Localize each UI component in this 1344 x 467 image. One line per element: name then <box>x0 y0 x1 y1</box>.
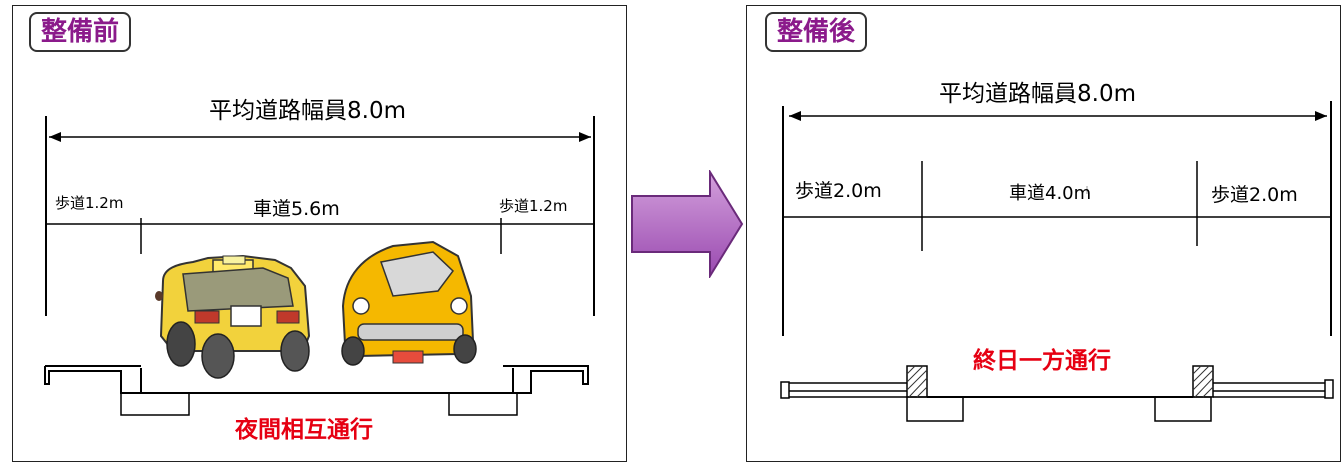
arrowhead-left <box>49 132 61 142</box>
transition-arrow <box>631 170 744 278</box>
before-traffic-label: 夜間相互通行 <box>235 417 373 443</box>
after-sidewalk-right-label: 歩道2.0m <box>1211 184 1298 206</box>
before-cross-section <box>44 116 595 416</box>
before-roadway-label: 車道5.6m <box>253 198 340 220</box>
arrowhead-right <box>579 132 591 142</box>
curb-hatching <box>906 365 1214 398</box>
before-total-width-label: 平均道路幅員8.0m <box>209 98 406 124</box>
before-badge: 整備前 <box>29 12 132 52</box>
after-panel: 整備後 平均道路幅員8.0m 歩道2.0m 車道4.0m 歩道2.0m 終日一方… <box>746 5 1341 462</box>
after-traffic-label: 終日一方通行 <box>973 348 1111 374</box>
after-total-width-label: 平均道路幅員8.0m <box>939 81 1136 107</box>
road-profile <box>44 365 589 416</box>
before-sidewalk-left-label: 歩道1.2m <box>55 194 124 212</box>
before-sidewalk-right-label: 歩道1.2m <box>499 197 568 215</box>
classic-car-illustration <box>341 240 477 366</box>
after-roadway-label: 車道4.0m <box>1009 183 1092 204</box>
road-profile <box>780 365 1334 422</box>
arrowhead-left <box>789 111 801 121</box>
after-cross-section <box>780 101 1334 422</box>
taxi-illustration <box>155 254 311 379</box>
after-sidewalk-left-label: 歩道2.0m <box>795 180 882 202</box>
before-panel: 整備前 平均道路幅員8.0m 歩道1.2m 車道5.6m 歩道1.2m 夜間相互… <box>12 5 627 462</box>
arrowhead-right <box>1315 111 1327 121</box>
after-badge: 整備後 <box>765 12 868 52</box>
